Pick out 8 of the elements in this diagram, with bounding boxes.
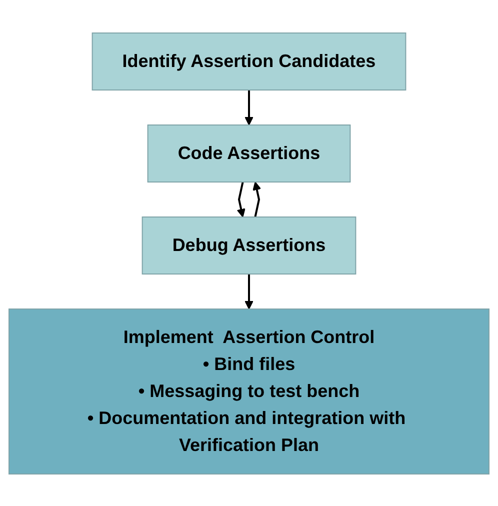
arrow <box>236 181 246 217</box>
arrow <box>252 181 262 217</box>
node-box: Implement Assertion Control • Bind files • Messaging to test bench • Documentation and integration with Verification Plan <box>8 308 490 474</box>
node-box: Code Assertions <box>147 124 351 182</box>
arrow <box>244 274 254 309</box>
node-box: Identify Assertion Candidates <box>92 32 406 90</box>
node-box: Debug Assertions <box>142 216 356 274</box>
arrow <box>244 90 254 125</box>
